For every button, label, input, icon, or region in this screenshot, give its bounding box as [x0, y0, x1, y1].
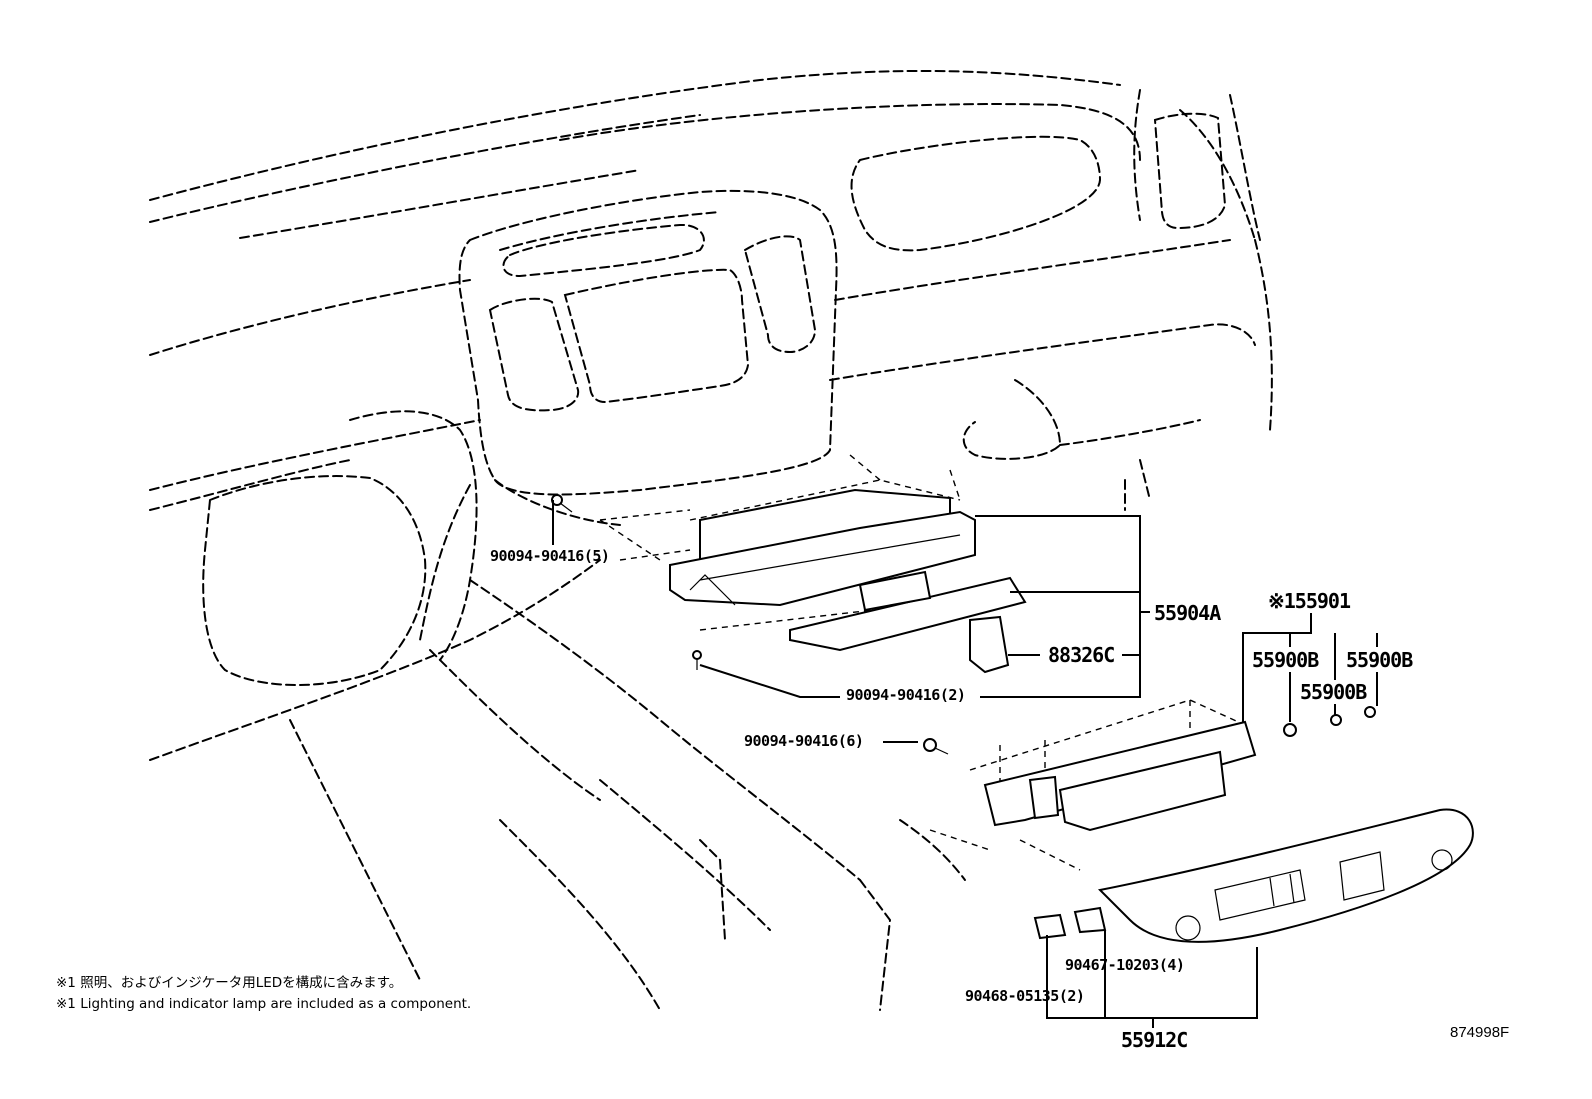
bracket-55904A	[599, 454, 1027, 674]
label-55900B-middle: 55900B	[1300, 680, 1367, 704]
climate-control-panel-55912C	[929, 699, 1474, 943]
label-55904A: 55904A	[1154, 601, 1221, 625]
screw-icons	[551, 494, 1376, 755]
figure-number: 874998F	[1450, 1024, 1510, 1041]
label-55912C: 55912C	[1121, 1028, 1188, 1052]
label-90468-05135-2: 90468-05135(2)	[965, 987, 1085, 1005]
label-55901: ※155901	[1268, 589, 1351, 613]
note-english: ※1 Lighting and indicator lamp are inclu…	[56, 996, 472, 1012]
dashboard-outline	[149, 69, 1273, 1011]
label-90094-90416-2: 90094-90416(2)	[846, 686, 966, 704]
label-55900B-right: 55900B	[1346, 648, 1413, 672]
label-90094-90416-6: 90094-90416(6)	[744, 732, 864, 750]
leader-lines	[552, 500, 1378, 1028]
note-japanese: ※1 照明、およびインジケータ用LEDを構成に含みます。	[56, 975, 403, 991]
label-90094-90416-5: 90094-90416(5)	[490, 547, 610, 565]
label-90467-10203-4: 90467-10203(4)	[1065, 956, 1185, 974]
label-55900B-left: 55900B	[1252, 648, 1319, 672]
label-88326C: 88326C	[1048, 643, 1115, 667]
